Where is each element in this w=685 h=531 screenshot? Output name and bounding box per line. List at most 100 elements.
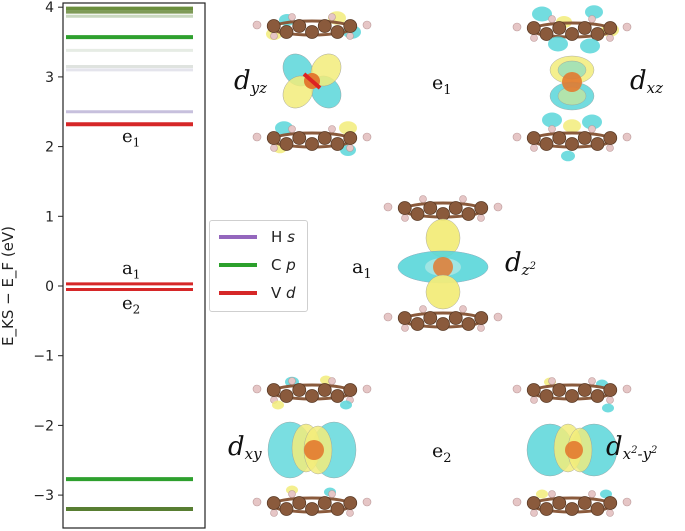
hydrogen-atom: [493, 202, 503, 212]
carbon-atom: [436, 317, 450, 331]
hydrogen-atom: [606, 34, 614, 42]
hydrogen-atom: [362, 132, 372, 142]
hydrogen-atom: [288, 13, 296, 21]
benzene-ring: [252, 377, 372, 404]
orbital-lobe: [542, 112, 562, 128]
carbon-atom: [577, 496, 592, 510]
hydrogen-atom: [328, 125, 336, 133]
carbon-atom: [305, 389, 319, 403]
carbon-atom: [552, 496, 567, 510]
hydrogen-atom: [588, 377, 596, 385]
benzene-ring: [252, 125, 372, 152]
carbon-atom: [305, 137, 319, 151]
carbon-atom: [292, 383, 307, 397]
y-tick-label: 4: [45, 0, 54, 16]
carbon-atom: [565, 389, 579, 403]
benzene-ring: [512, 125, 632, 152]
carbon-atom: [577, 131, 592, 145]
carbon-atom: [423, 311, 438, 325]
benzene-ring: [252, 13, 372, 40]
hydrogen-atom: [622, 22, 632, 32]
hydrogen-atom: [606, 396, 614, 404]
energy-levels: [66, 6, 193, 512]
hydrogen-atom: [548, 125, 556, 133]
legend-swatch-h: [219, 235, 257, 239]
orbital-lobe: [532, 6, 552, 22]
carbon-atom: [266, 496, 281, 510]
hydrogen-atom: [622, 497, 632, 507]
carbon-atom: [397, 201, 412, 215]
hydrogen-atom: [493, 312, 503, 322]
hydrogen-atom: [252, 132, 262, 142]
carbon-atom: [590, 137, 605, 151]
carbon-atom: [590, 27, 605, 41]
y-tick-label: −1: [33, 349, 54, 365]
carbon-atom: [292, 131, 307, 145]
molecule-dyz: [252, 11, 372, 156]
carbon-atom: [461, 207, 476, 221]
benzene-ring: [512, 377, 632, 404]
legend-swatch-v: [219, 291, 257, 295]
y-tick-label: −3: [33, 488, 54, 504]
hydrogen-atom: [512, 384, 522, 394]
carbon-atom: [436, 207, 450, 221]
y-tick-label: −2: [33, 418, 54, 434]
legend-entry-v-d: V d: [210, 283, 296, 303]
carbon-atom: [474, 201, 489, 215]
carbon-atom: [552, 383, 567, 397]
hydrogen-atom: [252, 497, 262, 507]
orbital-lobe: [548, 36, 568, 52]
hydrogen-atom: [548, 15, 556, 23]
hydrogen-atom: [530, 34, 538, 42]
hydrogen-atom: [362, 20, 372, 30]
hydrogen-atom: [622, 384, 632, 394]
carbon-atom: [603, 383, 618, 397]
carbon-atom: [279, 137, 294, 151]
benzene-ring: [512, 490, 632, 517]
orbital-lobe: [339, 121, 357, 135]
hydrogen-atom: [288, 377, 296, 385]
hydrogen-atom: [346, 509, 354, 517]
hydrogen-atom: [419, 305, 427, 313]
carbon-atom: [603, 131, 618, 145]
carbon-atom: [526, 21, 541, 35]
hydrogen-atom: [252, 20, 262, 30]
hydrogen-atom: [548, 490, 556, 498]
orbital-lobe: [536, 489, 548, 499]
carbon-atom: [539, 502, 554, 516]
carbon-atom: [279, 25, 294, 39]
benzene-ring: [512, 15, 632, 42]
orbital-lobe: [272, 400, 284, 410]
carbon-atom: [343, 496, 358, 510]
carbon-atom: [448, 201, 463, 215]
carbon-atom: [423, 201, 438, 215]
hydrogen-atom: [346, 32, 354, 40]
hydrogen-atom: [288, 490, 296, 498]
carbon-atom: [330, 389, 345, 403]
orbital-lobe: [340, 400, 352, 410]
orbital-lobe: [425, 274, 461, 310]
hydrogen-atom: [588, 15, 596, 23]
hydrogen-atom: [530, 144, 538, 152]
hydrogen-atom: [530, 396, 538, 404]
carbon-atom: [266, 131, 281, 145]
carbon-atom: [565, 27, 579, 41]
hydrogen-atom: [401, 214, 409, 222]
carbon-atom: [565, 137, 579, 151]
y-tick-label: 0: [45, 279, 54, 295]
hydrogen-atom: [512, 497, 522, 507]
hydrogen-atom: [328, 13, 336, 21]
hydrogen-atom: [270, 144, 278, 152]
legend: H s C p V d: [209, 220, 308, 312]
hydrogen-atom: [383, 202, 393, 212]
hydrogen-atom: [459, 195, 467, 203]
y-tick-label: 3: [45, 70, 54, 86]
carbon-atom: [317, 383, 332, 397]
benzene-ring: [383, 195, 503, 222]
level-label-e1: e1: [122, 126, 141, 150]
carbon-atom: [330, 137, 345, 151]
hydrogen-atom: [606, 509, 614, 517]
vanadium-atom: [562, 72, 582, 92]
carbon-atom: [461, 317, 476, 331]
carbon-atom: [603, 21, 618, 35]
